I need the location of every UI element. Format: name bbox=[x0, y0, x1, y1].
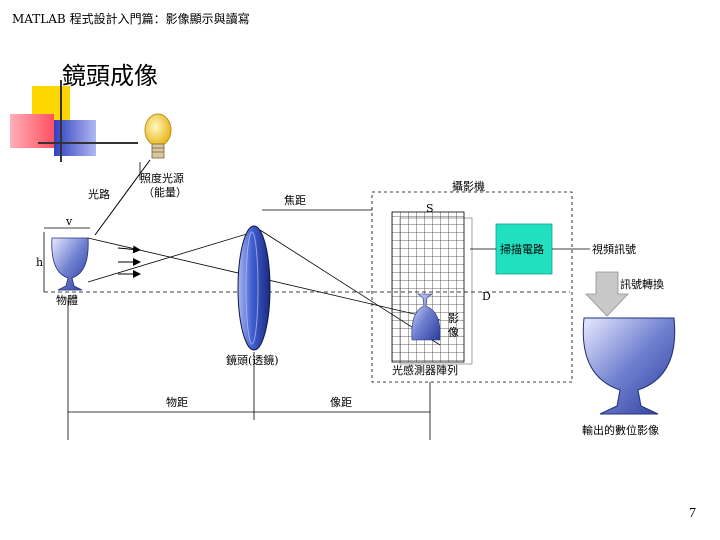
sensor-array-label: 光感測器陣列 bbox=[392, 363, 458, 377]
header-text: MATLAB 程式設計入門篇：影像顯示與讀寫 bbox=[12, 12, 250, 26]
object-glass-icon bbox=[51, 237, 89, 291]
sensor-grid bbox=[391, 211, 473, 365]
ray-arrows bbox=[117, 245, 141, 278]
output-image-label: 輸出的數位影像 bbox=[582, 423, 659, 437]
page-number: 7 bbox=[689, 506, 696, 521]
h-label: h bbox=[36, 256, 43, 269]
camera-label: 攝影機 bbox=[452, 179, 485, 193]
lens-label: 鏡頭(透鏡) bbox=[226, 353, 279, 367]
inverted-image-icon bbox=[411, 293, 441, 341]
light-source-label-2: （能量） bbox=[143, 185, 187, 199]
scanning-circuit-label: 掃描電路 bbox=[500, 242, 544, 256]
light-source-label-1: 照度光源 bbox=[140, 171, 184, 185]
d-label: D bbox=[482, 290, 491, 303]
image-label-1: 影 bbox=[448, 312, 459, 325]
down-arrow-icon bbox=[585, 271, 629, 317]
v-label: v bbox=[65, 215, 73, 228]
camera-box bbox=[371, 191, 573, 383]
light-bulb-icon bbox=[144, 113, 172, 159]
image-label-2: 像 bbox=[448, 326, 459, 339]
deco-horizontal-line bbox=[38, 142, 138, 144]
s-label: S bbox=[426, 202, 434, 215]
output-image-glass-icon bbox=[582, 317, 676, 415]
ray-bottom bbox=[87, 229, 261, 283]
light-ray-line bbox=[94, 159, 151, 236]
image-distance-label: 像距 bbox=[330, 396, 352, 409]
slide-title: 鏡頭成像 bbox=[62, 62, 158, 90]
video-signal-label: 視頻訊號 bbox=[592, 242, 636, 256]
ray-label: 光路 bbox=[88, 187, 110, 201]
digitize-label: 訊號轉換 bbox=[620, 277, 664, 291]
object-distance-label: 物距 bbox=[166, 395, 188, 409]
object-label: 物體 bbox=[56, 293, 78, 307]
lens-icon bbox=[237, 225, 271, 351]
deco-vertical-line bbox=[60, 80, 62, 162]
scanning-circuit-box bbox=[495, 223, 553, 275]
focal-length-label: 焦距 bbox=[284, 194, 306, 207]
